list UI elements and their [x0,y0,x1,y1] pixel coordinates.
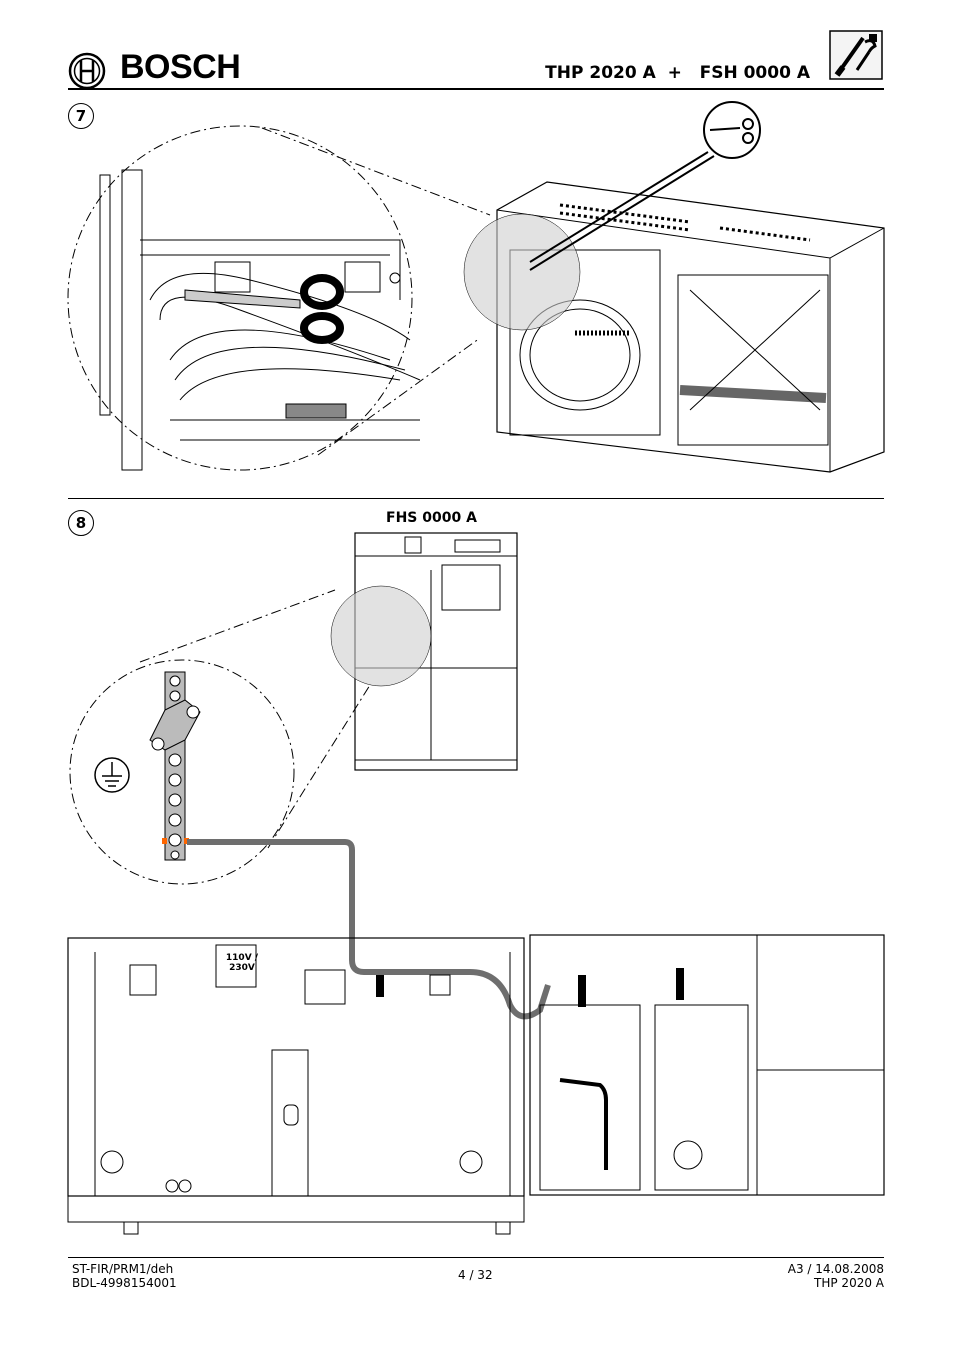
footer-left: ST-FIR/PRM1/deh BDL-4998154001 [72,1262,177,1290]
footer-right: A3 / 14.08.2008 THP 2020 A [788,1262,884,1290]
ground-terminal-rail [149,671,201,861]
zoom-target-area [330,585,432,687]
step-7-illustration [67,101,885,473]
brand-name: BOSCH [120,48,241,86]
step-7-badge: 7 [68,103,94,129]
footer-version-date: A3 / 14.08.2008 [787,1262,884,1276]
scissors-icon [184,274,344,344]
page-number: 4 / 32 [458,1268,493,1282]
zoom-target-area [463,213,581,331]
fhs-unit-label: FHS 0000 A [386,510,477,526]
ground-symbol-icon [94,757,130,793]
step-8-badge: 8 [68,510,94,536]
fsh-housing-front [529,934,885,1196]
step-8-illustration [67,532,885,1235]
panel-housing-perspective [496,181,885,473]
document-title: THP 2020 A + FSH 0000 A [545,63,810,83]
footer-product: THP 2020 A [814,1276,884,1290]
ground-cable [187,839,551,1020]
voltage-label: 110V / 230V [225,953,259,973]
footer-doc-number: BDL-4998154001 [72,1276,177,1290]
tools-icon [829,30,883,80]
footer-rule [68,1257,884,1258]
header-rule [68,88,884,90]
zoom-circle-ground-rail [69,659,295,885]
zoom-circle-detail [67,125,421,471]
bosch-logo-icon [68,52,106,90]
thp-housing-front [67,937,525,1235]
section-divider [68,498,884,499]
scissors-callout [703,101,761,159]
footer-department: ST-FIR/PRM1/deh [72,1262,174,1276]
